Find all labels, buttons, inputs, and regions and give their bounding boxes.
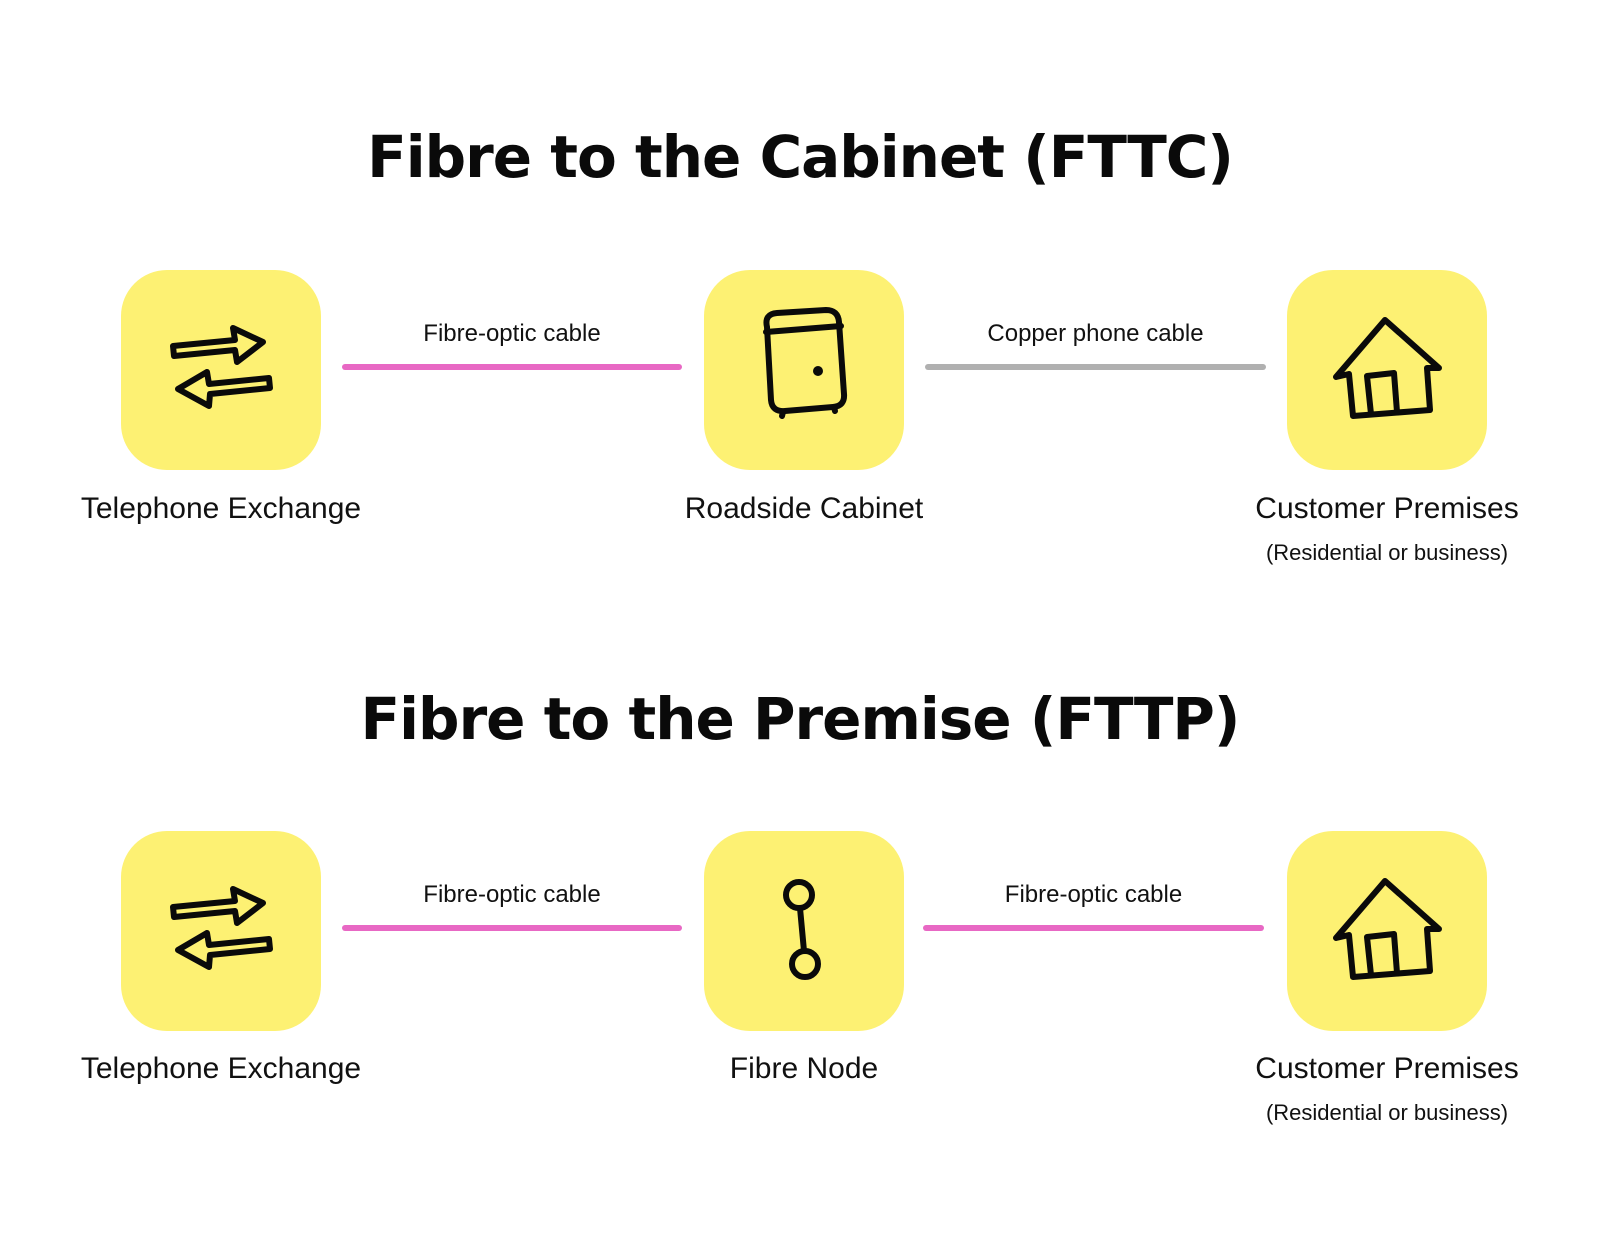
fttp-node-label: Fibre Node bbox=[729, 1052, 879, 1085]
fttc-cable-label-2: Copper phone cable bbox=[987, 320, 1204, 347]
exchange-arrows-icon bbox=[170, 886, 273, 970]
fttp-exchange-label: Telephone Exchange bbox=[80, 1052, 362, 1085]
house-icon bbox=[1333, 317, 1442, 419]
fttp-node-tile bbox=[704, 831, 904, 1031]
fibre-node-icon bbox=[783, 879, 821, 980]
fttp-title: Fibre to the Premise (FTTP) bbox=[360, 685, 1241, 753]
fttc-premises-sublabel: (Residential or business) bbox=[1265, 540, 1509, 565]
house-icon bbox=[1333, 878, 1442, 980]
fttc-copper-cable bbox=[925, 364, 1266, 370]
fttp-cable-label-1: Fibre-optic cable bbox=[423, 881, 601, 908]
fttp-premises-tile bbox=[1287, 831, 1487, 1031]
fttc-premises-tile bbox=[1287, 270, 1487, 470]
fttp-premises-sublabel: (Residential or business) bbox=[1265, 1100, 1509, 1125]
exchange-arrows-icon bbox=[170, 325, 273, 409]
fttc-exchange-tile bbox=[121, 270, 321, 470]
fttc-exchange-label: Telephone Exchange bbox=[80, 492, 362, 525]
fttp-cable-label-2: Fibre-optic cable bbox=[1004, 881, 1183, 908]
fttc-premises-label: Customer Premises bbox=[1255, 492, 1519, 525]
fttc-title: Fibre to the Cabinet (FTTC) bbox=[367, 123, 1234, 191]
fttc-cabinet-label: Roadside Cabinet bbox=[684, 492, 924, 525]
fttp-exchange-tile bbox=[121, 831, 321, 1031]
fttp-fibre-cable-2 bbox=[923, 925, 1264, 931]
fttp-fibre-cable-1 bbox=[342, 925, 682, 931]
cabinet-icon bbox=[763, 307, 848, 419]
fttc-fibre-cable-1 bbox=[342, 364, 682, 370]
fttc-cable-label-1: Fibre-optic cable bbox=[423, 320, 601, 347]
fttp-premises-label: Customer Premises bbox=[1255, 1052, 1519, 1085]
fttc-cabinet-tile bbox=[704, 270, 904, 470]
